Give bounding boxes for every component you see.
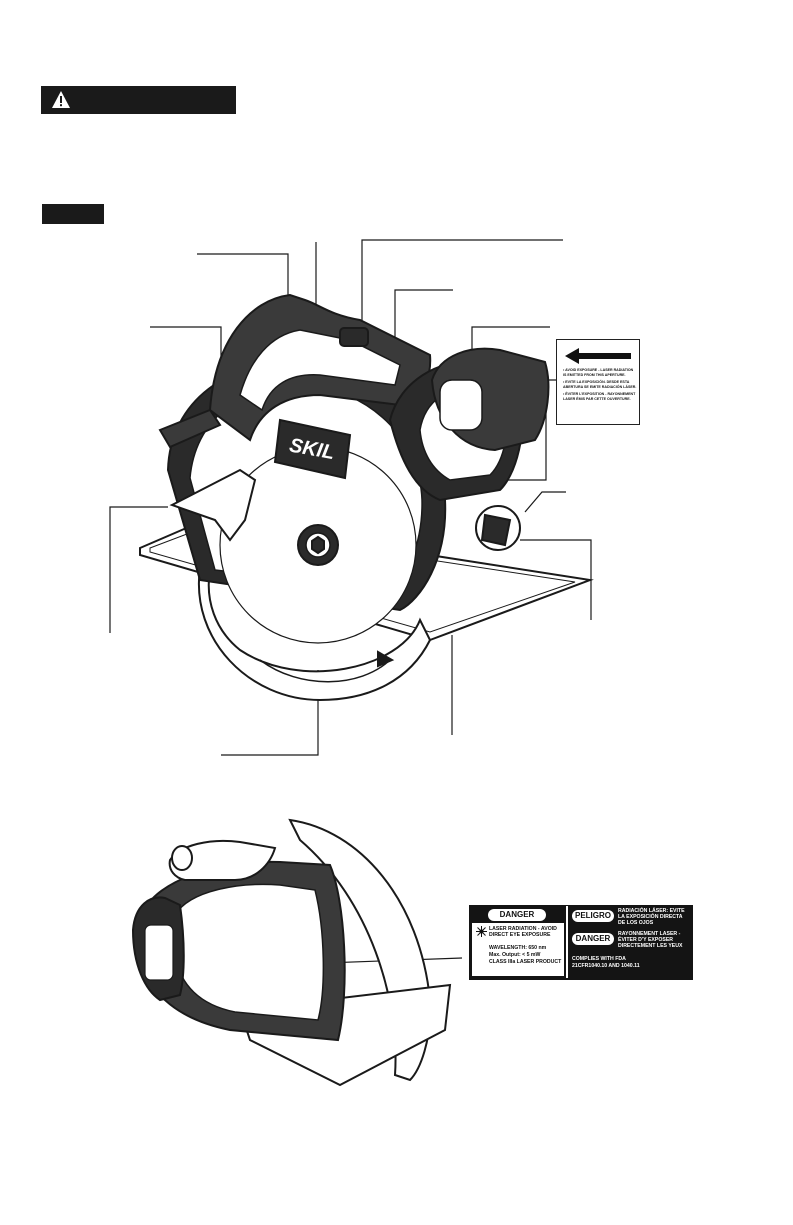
callout-line-bevel xyxy=(524,491,566,513)
max-output-text: Max. Output: < 5 mW xyxy=(489,952,541,958)
saw-bottom-view xyxy=(131,818,452,1087)
wavelength-text: WAVELENGTH: 650 nm xyxy=(489,945,547,951)
danger-panel-english: DANGER LASER RADIATION - AVOID DIRECT EY… xyxy=(470,906,566,978)
danger-panel-multilingual: PELIGRO RADIACIÓN LÁSER: EVITE LA EXPOSI… xyxy=(568,906,692,978)
warning-triangle-icon xyxy=(52,91,70,108)
laser-radiation-text: LASER RADIATION - AVOID DIRECT EYE EXPOS… xyxy=(489,926,557,938)
figure-tag xyxy=(42,204,104,224)
laser-label-line: • EVITE LA EXPOSICIÓN. DESDE ESTA ABERTU… xyxy=(563,379,637,390)
arrow-left-icon xyxy=(565,348,631,364)
callout-line-guard-lever xyxy=(109,506,168,633)
bottom-handle xyxy=(168,839,277,881)
peligro-text: RADIACIÓN LÁSER: EVITE LA EXPOSICIÓN DIR… xyxy=(618,908,685,926)
warning-header-bar xyxy=(41,86,236,114)
laser-star-icon xyxy=(476,926,487,937)
lower-guard xyxy=(197,566,432,702)
callout-line-aux-handle xyxy=(150,326,222,395)
brand-logo xyxy=(273,418,352,480)
laser-label-line: • AVOID EXPOSURE - LASER RADIATION IS EM… xyxy=(563,368,634,378)
danger-fr-badge: DANGER xyxy=(572,933,614,945)
laser-class-text: CLASS IIIa LASER PRODUCT xyxy=(489,959,562,965)
danger-badge: DANGER xyxy=(488,909,546,921)
laser-label-text: • AVOID EXPOSURE - LASER RADIATION IS EM… xyxy=(563,368,637,404)
danger-info-box: LASER RADIATION - AVOID DIRECT EYE EXPOS… xyxy=(472,923,564,976)
aux-handle xyxy=(158,408,222,449)
danger-panel-divider xyxy=(566,906,568,978)
laser-aperture-label: • AVOID EXPOSURE - LASER RADIATION IS EM… xyxy=(556,339,640,425)
trigger-lock-button xyxy=(339,327,369,347)
callout-line-depth xyxy=(520,539,592,620)
callout-line-switch xyxy=(394,289,453,352)
callout-line-trigger xyxy=(361,239,563,322)
danger-fr-text: RAYONNEMENT LASER - ÉVITER D'Y EXPOSER D… xyxy=(618,931,683,949)
saw-top-view: SKIL xyxy=(139,293,594,702)
peligro-badge: PELIGRO xyxy=(572,910,614,922)
laser-label-line: • ÉVITER L'EXPOSITION - RAYONNEMENT LASE… xyxy=(563,391,636,402)
callout-line-handle xyxy=(197,253,289,300)
guard-lever xyxy=(169,468,257,542)
danger-label-panel: DANGER LASER RADIATION - AVOID DIRECT EY… xyxy=(469,905,693,980)
cfr-text: 21CFR1040.10 AND 1040.11 xyxy=(572,963,640,969)
complies-text: COMPLIES WITH FDA xyxy=(572,956,626,962)
